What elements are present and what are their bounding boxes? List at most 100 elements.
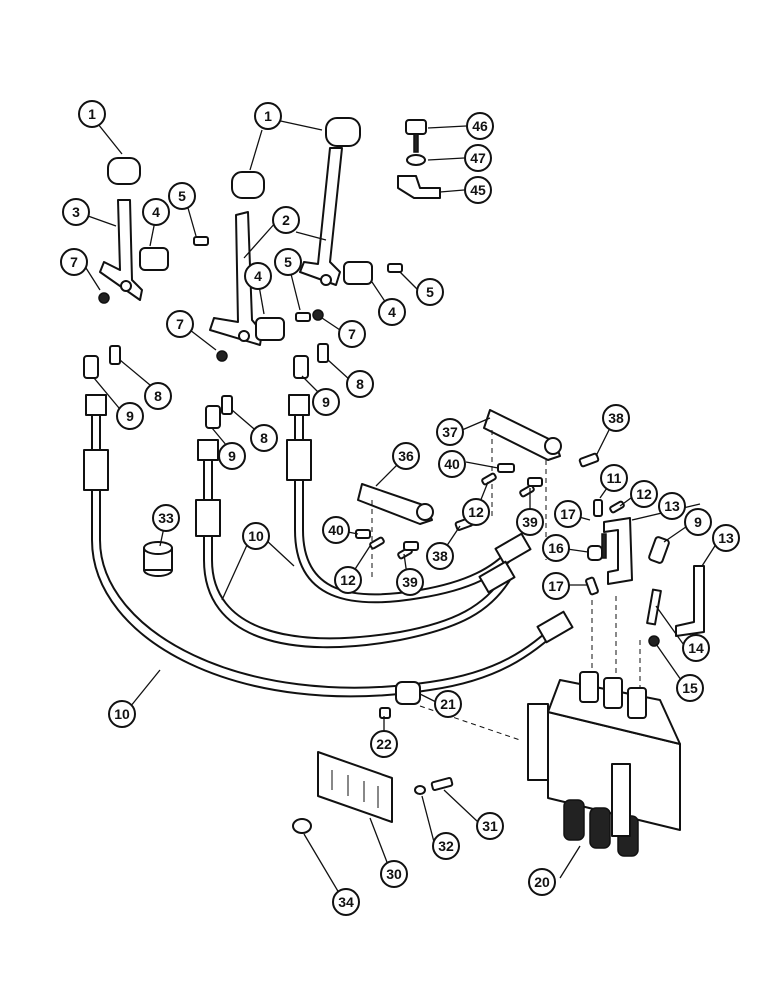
lever-2-right [299,147,343,286]
svg-text:12: 12 [636,486,652,502]
svg-text:13: 13 [664,498,680,514]
callout-30: 30 [380,860,408,888]
svg-text:38: 38 [608,410,624,426]
callout-14: 14 [682,634,710,662]
rocker-bars [357,409,562,580]
svg-text:17: 17 [560,506,576,522]
callout-7: 7 [166,310,194,338]
callout-11: 11 [600,464,628,492]
callout-9: 9 [116,402,144,430]
svg-text:45: 45 [470,182,486,198]
svg-text:40: 40 [328,522,344,538]
bolts-and-nuts [98,236,403,362]
callout-9: 9 [684,508,712,536]
callout-10: 10 [108,700,136,728]
svg-text:10: 10 [114,706,130,722]
callout-33: 33 [152,504,180,532]
callout-10: 10 [242,522,270,550]
svg-text:2: 2 [282,212,290,228]
callout-47: 47 [464,144,492,172]
clevis-and-pins [83,343,670,564]
svg-text:39: 39 [402,574,418,590]
callout-40: 40 [322,516,350,544]
svg-text:5: 5 [284,254,292,270]
callout-4: 4 [378,298,406,326]
callout-46: 46 [466,112,494,140]
cable-end-fittings [83,394,574,644]
callout-31: 31 [476,812,504,840]
callout-1: 1 [254,102,282,130]
grommet [143,541,173,577]
svg-text:3: 3 [72,204,80,220]
svg-text:7: 7 [176,316,184,332]
svg-text:14: 14 [688,640,704,656]
pivot-blocks [139,247,373,341]
callout-39: 39 [396,568,424,596]
svg-text:8: 8 [356,376,364,392]
svg-text:46: 46 [472,118,488,134]
svg-text:9: 9 [228,448,236,464]
callout-22: 22 [370,730,398,758]
svg-text:17: 17 [548,578,564,594]
svg-text:38: 38 [432,548,448,564]
callout-12: 12 [630,480,658,508]
cap-and-screw [379,681,521,741]
svg-text:15: 15 [682,680,698,696]
svg-text:1: 1 [88,106,96,122]
svg-text:37: 37 [442,424,458,440]
callout-45: 45 [464,176,492,204]
svg-text:16: 16 [548,540,564,556]
callout-4: 4 [244,262,272,290]
callout-2: 2 [272,206,300,234]
callout-32: 32 [432,832,460,860]
callout-8: 8 [346,370,374,398]
svg-text:8: 8 [154,388,162,404]
callout-37: 37 [436,418,464,446]
svg-text:5: 5 [426,284,434,300]
callout-20: 20 [528,868,556,896]
callout-7: 7 [338,320,366,348]
svg-text:8: 8 [260,430,268,446]
svg-text:4: 4 [152,204,160,220]
svg-text:40: 40 [444,456,460,472]
callout-40: 40 [438,450,466,478]
callout-38: 38 [602,404,630,432]
svg-text:4: 4 [388,304,396,320]
svg-text:36: 36 [398,448,414,464]
svg-text:10: 10 [248,528,264,544]
knob-icons [107,117,361,199]
callout-4: 4 [142,198,170,226]
svg-text:34: 34 [338,894,354,910]
callout-17: 17 [554,500,582,528]
detent-parts [397,119,441,199]
small-pins-and-springs [355,452,625,596]
callout-3: 3 [62,198,90,226]
svg-text:12: 12 [468,504,484,520]
svg-text:12: 12 [340,572,356,588]
svg-text:9: 9 [322,394,330,410]
callout-16: 16 [542,534,570,562]
svg-text:31: 31 [482,818,498,834]
control-valve [527,596,681,857]
svg-text:4: 4 [254,268,262,284]
callout-21: 21 [434,690,462,718]
svg-text:47: 47 [470,150,486,166]
callout-8: 8 [144,382,172,410]
callout-36: 36 [392,442,420,470]
svg-text:7: 7 [70,254,78,270]
svg-text:21: 21 [440,696,456,712]
callout-13: 13 [712,524,740,552]
svg-text:13: 13 [718,530,734,546]
svg-text:33: 33 [158,510,174,526]
svg-text:1: 1 [264,108,272,124]
callout-1: 1 [78,100,106,128]
callout-17: 17 [542,572,570,600]
callout-5: 5 [416,278,444,306]
svg-text:20: 20 [534,874,550,890]
svg-text:7: 7 [348,326,356,342]
lever-3 [99,199,143,301]
brackets [603,517,705,647]
callout-7: 7 [60,248,88,276]
